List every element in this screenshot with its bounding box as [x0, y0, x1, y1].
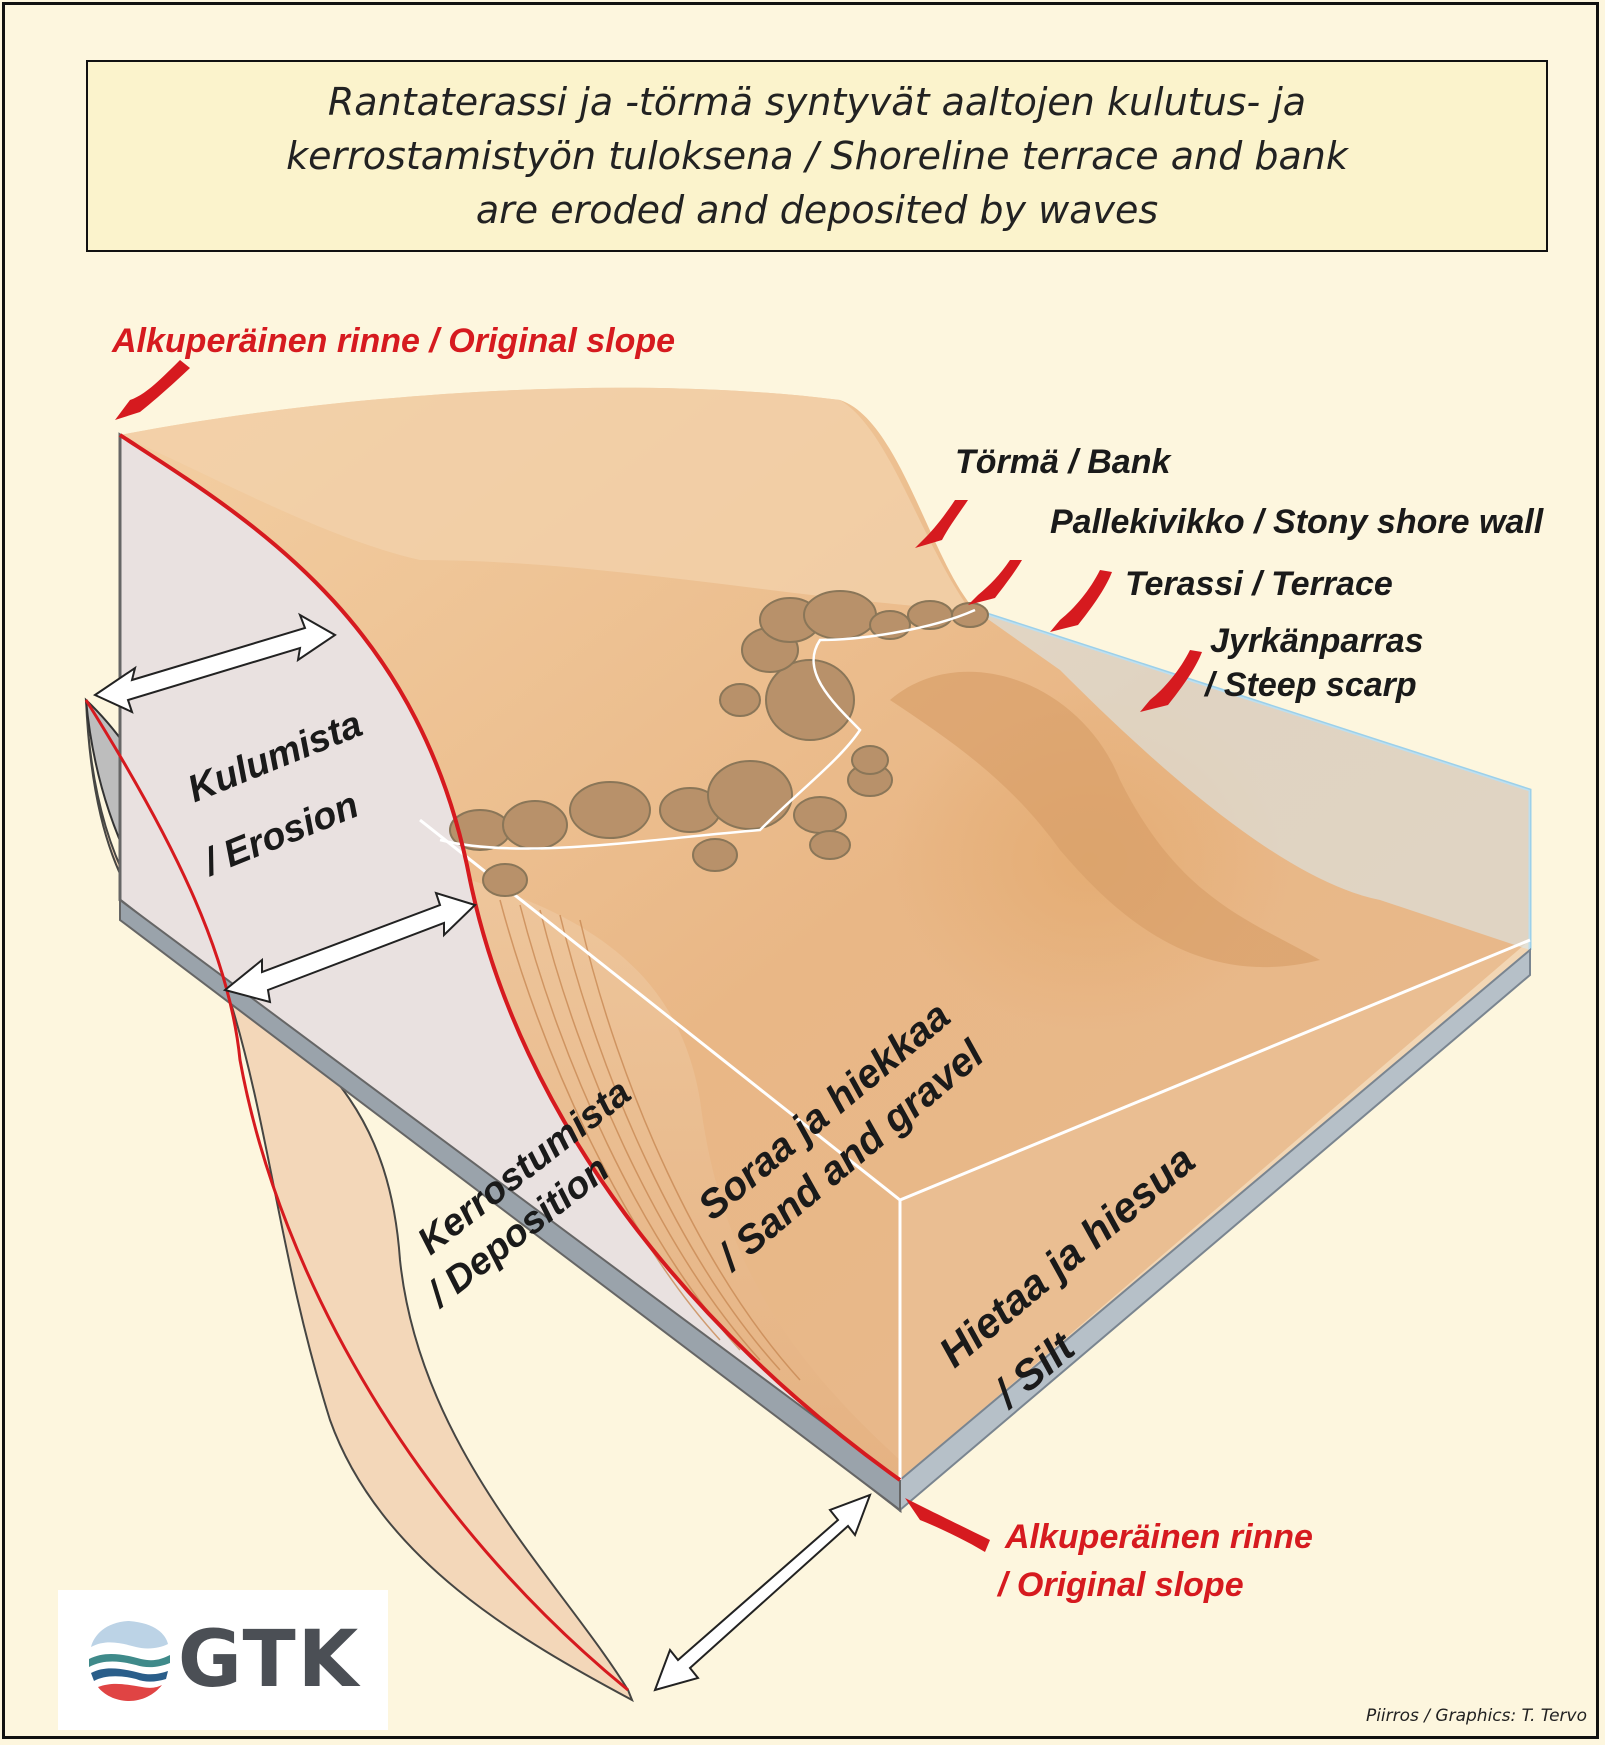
- gtk-logo: GTK: [58, 1590, 388, 1730]
- label-terrace: Terassi / Terrace: [1125, 565, 1393, 604]
- gtk-logo-emblem: [86, 1617, 172, 1703]
- logo-text: GTK: [178, 1615, 360, 1705]
- label-original-slope-top: Alkuperäinen rinne / Original slope: [112, 322, 675, 361]
- title-box: Rantaterassi ja -törmä syntyvät aaltojen…: [86, 60, 1548, 252]
- pointer-original-slope-bottom: [905, 1498, 990, 1552]
- label-steep-scarp-2: / Steep scarp: [1205, 666, 1417, 705]
- label-original-slope-bottom-2: / Original slope: [998, 1566, 1244, 1605]
- label-bank: Törmä / Bank: [955, 443, 1170, 482]
- pointer-original-slope-top: [115, 360, 190, 420]
- label-stony-shore-wall: Pallekivikko / Stony shore wall: [1050, 503, 1543, 542]
- diagram-title: Rantaterassi ja -törmä syntyvät aaltojen…: [267, 75, 1367, 237]
- arrow-bottom: [655, 1495, 870, 1690]
- pointer-terrace: [1050, 570, 1112, 632]
- label-original-slope-bottom-1: Alkuperäinen rinne: [1005, 1518, 1313, 1557]
- graphics-credit: Piirros / Graphics: T. Tervo: [1366, 1706, 1587, 1726]
- pointer-stony-shore: [968, 560, 1022, 605]
- label-steep-scarp-1: Jyrkänparras: [1210, 622, 1424, 661]
